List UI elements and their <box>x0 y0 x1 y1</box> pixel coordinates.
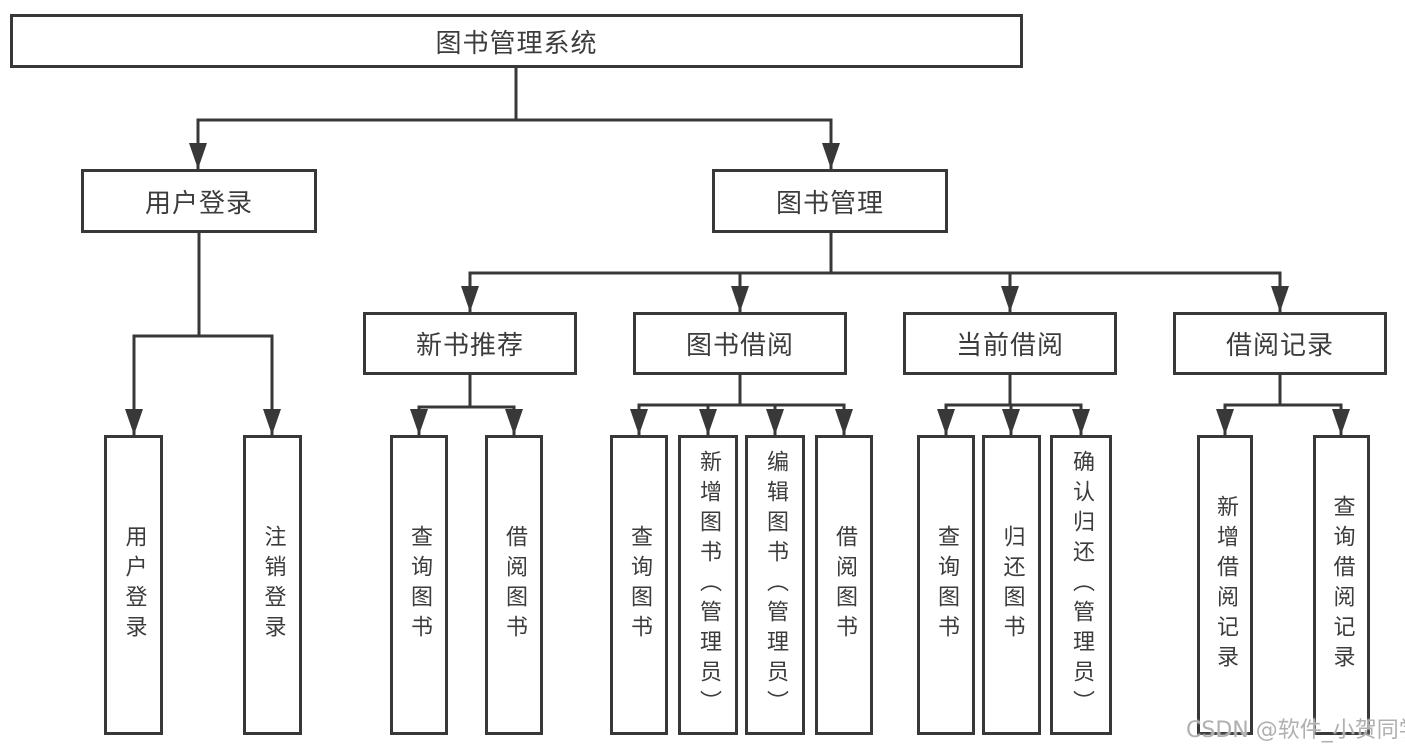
leaf-add-borrow-record-label: 新增借阅记录 <box>1213 495 1238 675</box>
leaf-query-books-current-label: 查询图书 <box>934 525 959 645</box>
node-root: 图书管理系统 <box>10 14 1023 68</box>
leaf-edit-books-admin: 编辑图书（管理员） <box>745 435 805 735</box>
node-borrow-records: 借阅记录 <box>1173 312 1387 375</box>
leaf-add-borrow-record: 新增借阅记录 <box>1197 435 1253 735</box>
connector-userlogin-to-leaves <box>125 233 281 435</box>
connector-bookmgmt-to-level3 <box>461 233 1289 312</box>
node-book-borrowing: 图书借阅 <box>633 312 847 375</box>
node-root-label: 图书管理系统 <box>435 28 598 59</box>
node-current-borrowing-label: 当前借阅 <box>955 331 1064 361</box>
leaf-logout-login: 注销登录 <box>243 435 302 735</box>
node-current-borrowing: 当前借阅 <box>903 312 1117 375</box>
leaf-query-borrow-record: 查询借阅记录 <box>1313 435 1370 735</box>
node-book-borrowing-label: 图书借阅 <box>685 331 794 361</box>
leaf-confirm-return-admin: 确认归还（管理员） <box>1050 435 1112 735</box>
connector-records-to-leaves <box>1216 375 1350 435</box>
leaf-confirm-return-admin-label: 确认归还（管理员） <box>1069 450 1094 720</box>
leaf-query-books-recommend: 查询图书 <box>390 435 448 735</box>
leaf-query-books-borrowing: 查询图书 <box>610 435 668 735</box>
leaf-edit-books-admin-label: 编辑图书（管理员） <box>763 450 788 720</box>
leaf-borrow-books-borrowing: 借阅图书 <box>815 435 873 735</box>
leaf-query-books-recommend-label: 查询图书 <box>407 525 432 645</box>
connector-root-to-level2 <box>189 68 840 169</box>
connector-current-to-leaves <box>937 375 1090 435</box>
node-borrow-records-label: 借阅记录 <box>1225 331 1334 361</box>
leaf-borrow-books-recommend: 借阅图书 <box>485 435 543 735</box>
leaf-borrow-books-borrowing-label: 借阅图书 <box>832 525 857 645</box>
leaf-return-books: 归还图书 <box>982 435 1041 735</box>
node-book-management: 图书管理 <box>712 169 948 233</box>
connector-recommend-to-leaves <box>410 375 523 435</box>
leaf-query-borrow-record-label: 查询借阅记录 <box>1329 495 1355 675</box>
leaf-user-login-label: 用户登录 <box>121 525 147 645</box>
csdn-watermark: CSDN @软件_小贺同学 <box>1186 718 1405 743</box>
connector-borrowing-to-leaves <box>630 375 853 435</box>
leaf-borrow-books-recommend-label: 借阅图书 <box>502 525 527 645</box>
node-book-management-label: 图书管理 <box>775 188 884 219</box>
leaf-return-books-label: 归还图书 <box>999 525 1025 645</box>
leaf-add-books-admin: 新增图书（管理员） <box>678 435 738 735</box>
leaf-query-books-borrowing-label: 查询图书 <box>627 525 652 645</box>
leaf-add-books-admin-label: 新增图书（管理员） <box>696 450 721 720</box>
node-user-login-label: 用户登录 <box>144 188 253 219</box>
node-new-book-recommend-label: 新书推荐 <box>415 331 524 361</box>
leaf-logout-login-label: 注销登录 <box>260 525 286 645</box>
node-new-book-recommend: 新书推荐 <box>363 312 577 375</box>
leaf-user-login: 用户登录 <box>104 435 163 735</box>
node-user-login: 用户登录 <box>81 169 317 233</box>
leaf-query-books-current: 查询图书 <box>917 435 975 735</box>
